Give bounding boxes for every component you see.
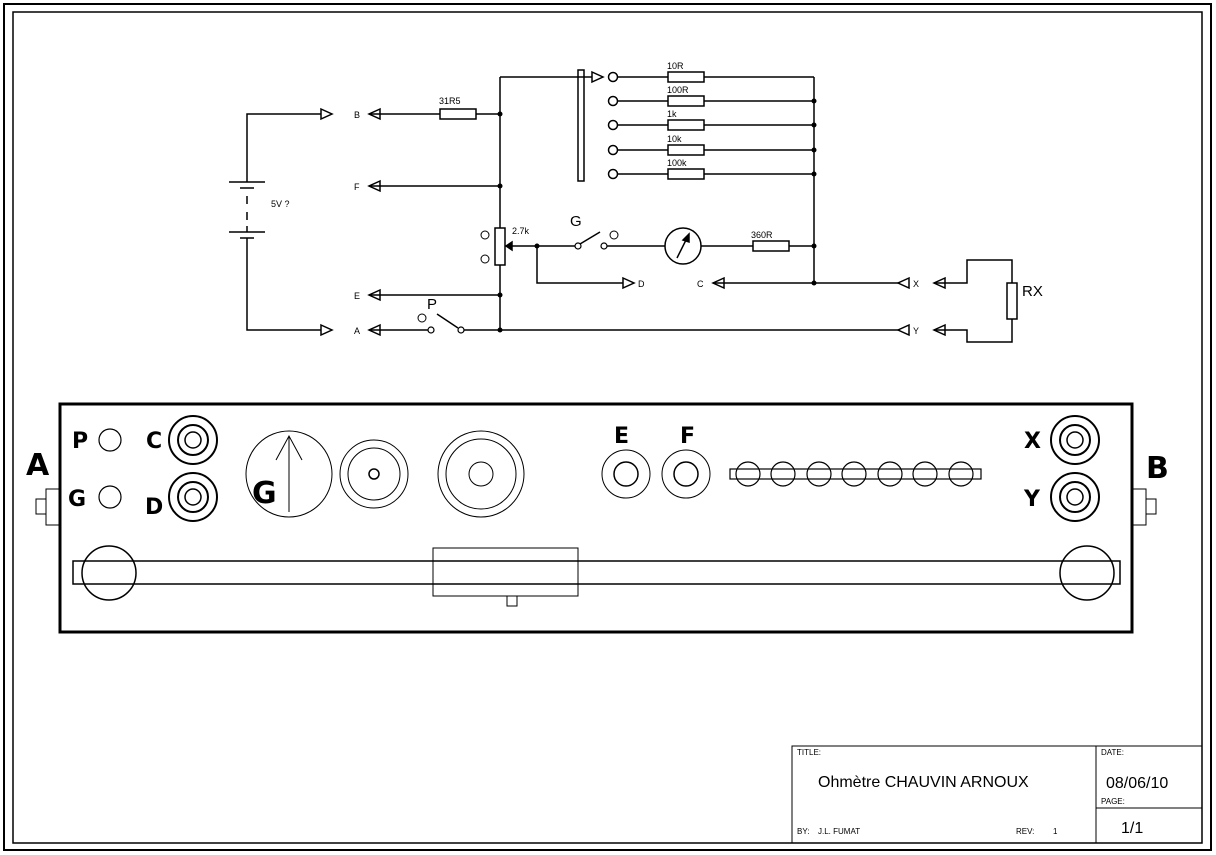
range-resistor-label: 1k bbox=[667, 109, 677, 119]
side-connector-b bbox=[1131, 488, 1147, 526]
inner-border bbox=[12, 11, 1203, 844]
pin-y-label: Y bbox=[913, 326, 919, 336]
battery-compartment bbox=[432, 547, 579, 597]
switch-g-contact-b bbox=[600, 242, 608, 250]
terminal-f bbox=[661, 449, 711, 499]
panel-label-g: G bbox=[68, 487, 86, 512]
rev-field-label: REV: bbox=[1016, 827, 1034, 836]
page-field-label: PAGE: bbox=[1101, 797, 1125, 806]
knob-small bbox=[339, 439, 409, 509]
potentiometer-2k7 bbox=[494, 227, 506, 266]
panel-label-d: D bbox=[145, 495, 163, 520]
pin-f-label: F bbox=[354, 182, 360, 192]
switch-p-contact-a bbox=[427, 326, 435, 334]
galvanometer-face bbox=[245, 430, 333, 518]
knob-large bbox=[437, 430, 525, 518]
battery-symbol bbox=[229, 113, 321, 331]
terminal-x bbox=[1050, 415, 1100, 465]
resistor-31r5 bbox=[439, 108, 477, 120]
battery-plus-arrow bbox=[320, 107, 334, 121]
resistor-360r-label: 360R bbox=[751, 230, 773, 240]
range-resistor-label: 10R bbox=[667, 61, 684, 71]
switch-p-blade bbox=[436, 313, 459, 329]
resistor-31r5-label: 31R5 bbox=[439, 96, 461, 106]
pin-d-label: D bbox=[638, 279, 645, 289]
resistor-360r bbox=[752, 240, 790, 252]
drawing-date: 08/06/10 bbox=[1106, 775, 1168, 792]
button-p bbox=[98, 428, 122, 452]
panel-label-x: X bbox=[1024, 429, 1041, 454]
pin-e-label: E bbox=[354, 291, 360, 301]
pin-x-arrow bbox=[896, 276, 910, 290]
range-selector-bar bbox=[577, 69, 585, 182]
switch-g-blade bbox=[579, 231, 601, 245]
terminal-d bbox=[168, 472, 218, 522]
range-resistor-label: 100k bbox=[667, 158, 687, 168]
range-resistor-label: 10k bbox=[667, 134, 682, 144]
switch-g-contact-a bbox=[574, 242, 582, 250]
author: J.L. FUMAT bbox=[818, 827, 860, 836]
meter-letter: G bbox=[252, 476, 277, 511]
panel-label-y: Y bbox=[1023, 487, 1041, 512]
resistor-rx bbox=[1006, 282, 1018, 320]
pin-y-arrow bbox=[896, 323, 910, 337]
switch-p-label: P bbox=[427, 296, 437, 313]
schematic bbox=[229, 69, 1018, 343]
rail-foot-left bbox=[81, 545, 137, 601]
rx-label: RX bbox=[1022, 283, 1043, 300]
panel-label-c: C bbox=[146, 429, 162, 454]
rail-foot-right bbox=[1059, 545, 1115, 601]
range-resistor-label: 100R bbox=[667, 85, 689, 95]
panel-side-label-b: B bbox=[1146, 451, 1169, 486]
date-field-label: DATE: bbox=[1101, 748, 1124, 757]
panel-label-f: F bbox=[680, 424, 695, 449]
front-panel bbox=[35, 402, 1157, 634]
panel-label-p: P bbox=[72, 429, 88, 454]
pin-c-label: C bbox=[697, 279, 704, 289]
pin-d-arrow bbox=[622, 276, 636, 290]
terminal-c bbox=[168, 415, 218, 465]
range-resistor-ladder bbox=[607, 71, 815, 283]
pot-label: 2.7k bbox=[512, 226, 530, 236]
by-field-label: BY: bbox=[797, 827, 809, 836]
drawing-title: Ohmètre CHAUVIN ARNOUX bbox=[818, 774, 1029, 791]
range-selector-panel bbox=[729, 461, 982, 487]
pin-x-label: X bbox=[913, 279, 919, 289]
panel-label-e: E bbox=[614, 424, 629, 449]
pot-wiper-arrow bbox=[504, 240, 513, 252]
terminal-y bbox=[1050, 472, 1100, 522]
battery-minus-arrow bbox=[320, 323, 334, 337]
panel-side-label-a: A bbox=[26, 448, 50, 483]
battery-label: 5V ? bbox=[271, 199, 290, 209]
side-connector-a bbox=[45, 488, 61, 526]
title-field-label: TITLE: bbox=[797, 748, 821, 757]
range-selector-arrow bbox=[591, 70, 605, 84]
junction-dots bbox=[497, 98, 817, 333]
switch-g-label: G bbox=[570, 213, 582, 230]
panel-outline bbox=[58, 402, 1134, 634]
page-number: 1/1 bbox=[1121, 820, 1143, 837]
revision: 1 bbox=[1053, 827, 1058, 836]
switch-p-contact-b bbox=[457, 326, 465, 334]
terminal-e bbox=[601, 449, 651, 499]
pin-b-label: B bbox=[354, 110, 360, 120]
title-block bbox=[791, 745, 1203, 844]
pin-a-label: A bbox=[354, 326, 360, 336]
button-g bbox=[98, 485, 122, 509]
outer-border bbox=[3, 3, 1212, 851]
bottom-rail bbox=[72, 560, 1121, 585]
